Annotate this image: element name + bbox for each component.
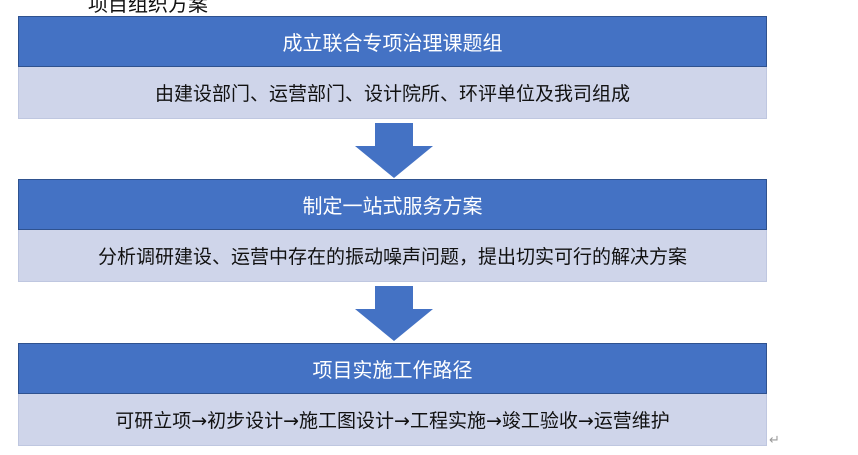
step-description: 分析调研建设、运营中存在的振动噪声问题，提出切实可行的解决方案 (18, 230, 767, 282)
step-description: 由建设部门、运营部门、设计院所、环评单位及我司组成 (18, 67, 767, 119)
step-description: 可研立项→初步设计→施工图设计→工程实施→竣工验收→运营维护 (18, 394, 767, 446)
step-title: 制定一站式服务方案 (18, 179, 767, 230)
flow-step-implementation: 项目实施工作路径 可研立项→初步设计→施工图设计→工程实施→竣工验收→运营维护 (18, 343, 767, 446)
paragraph-mark: ↵ (769, 433, 780, 448)
step-title: 项目实施工作路径 (18, 343, 767, 394)
down-arrow-icon (355, 286, 433, 341)
step-title: 成立联合专项治理课题组 (18, 16, 767, 67)
flow-step-form-group: 成立联合专项治理课题组 由建设部门、运营部门、设计院所、环评单位及我司组成 (18, 16, 767, 119)
down-arrow-icon (355, 123, 433, 178)
flow-step-plan: 制定一站式服务方案 分析调研建设、运营中存在的振动噪声问题，提出切实可行的解决方… (18, 179, 767, 282)
clipped-page-title: 项目组织方案 (88, 0, 208, 16)
